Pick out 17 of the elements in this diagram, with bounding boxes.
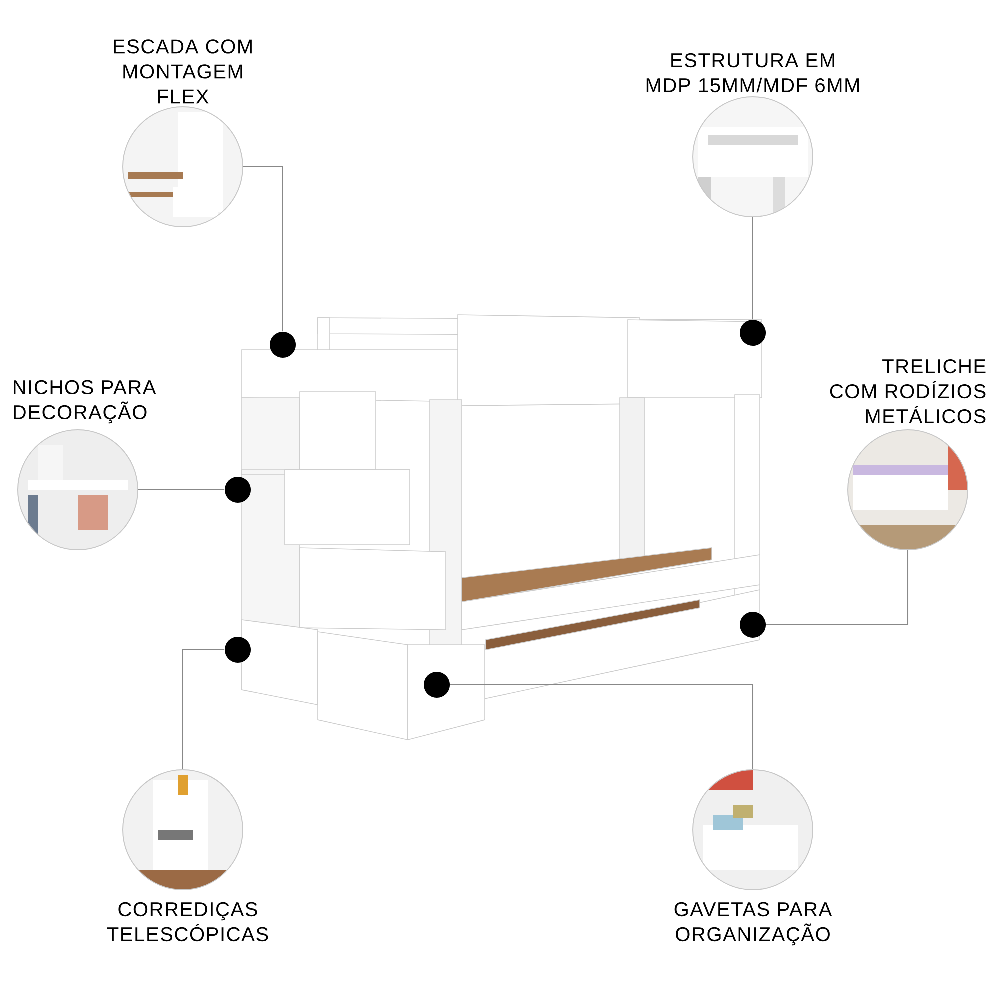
leader-line (450, 684, 754, 770)
callout-heading: GAVETAS PARA ORGANIZAÇÃO (674, 902, 832, 946)
leader-line (243, 166, 284, 332)
marker-dot (270, 332, 296, 358)
callout-heading: TRELICHE COM RODÍZIOS METÁLICOS (830, 359, 986, 424)
marker-dot (740, 320, 766, 346)
marker-dot (225, 477, 251, 503)
marker-dot (740, 612, 766, 638)
callout-heading: ESCADA COM MONTAGEM FLEX (114, 40, 252, 104)
callout-heading: ESTRUTURA EM MDP 15MM/MDF 6MM (646, 53, 860, 93)
marker-dot (225, 637, 251, 663)
leader-line (182, 650, 226, 770)
callout-heading: CORREDIÇAS TELESCÓPICAS (107, 902, 268, 942)
leader-line (752, 217, 754, 320)
marker-dot (424, 672, 450, 698)
callout-heading: NICHOS PARA DECORAÇÃO (14, 380, 156, 424)
leader-line (766, 550, 909, 626)
